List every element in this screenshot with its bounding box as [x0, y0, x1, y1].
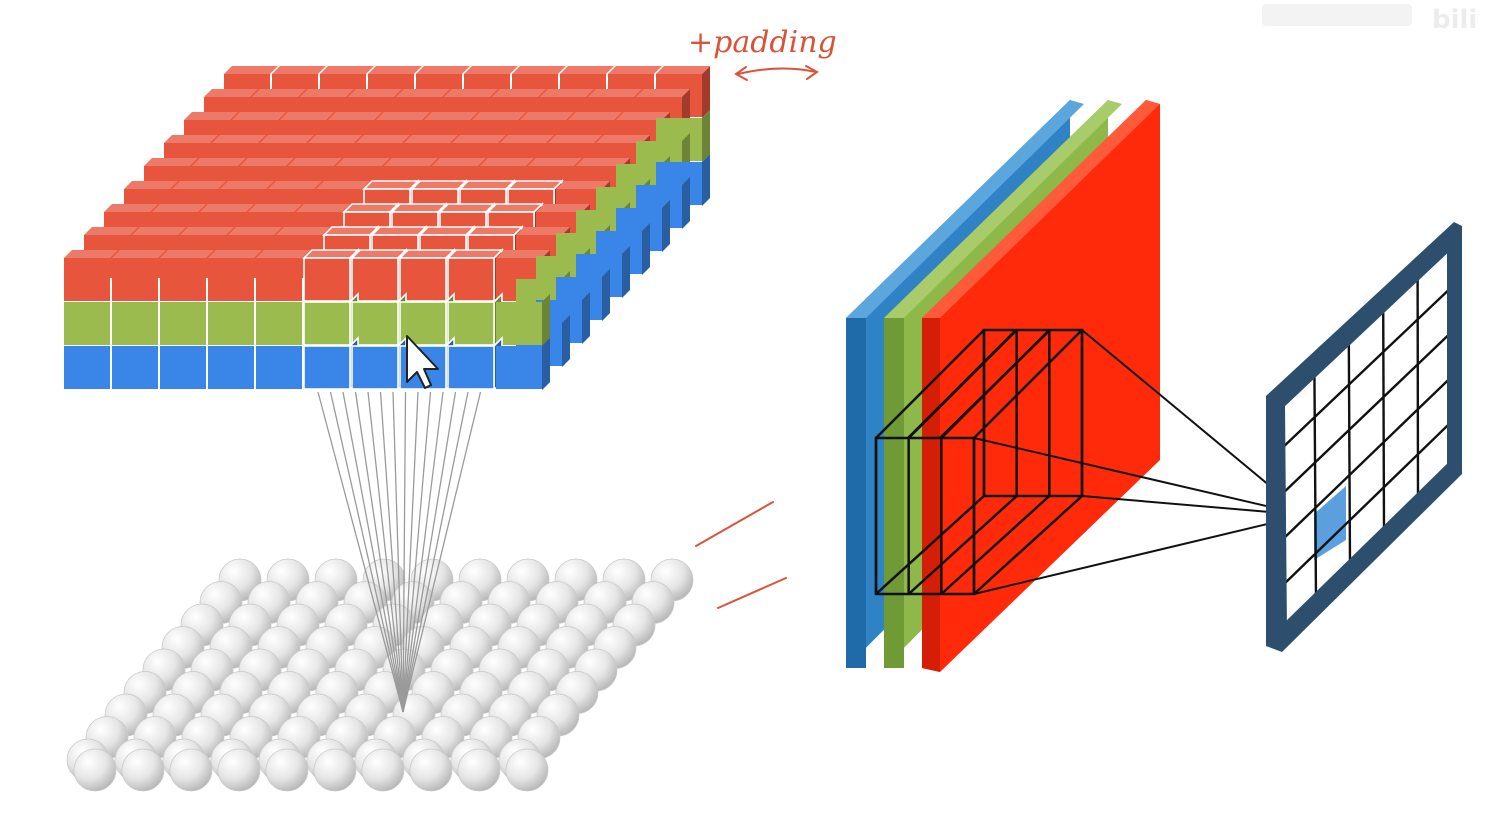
input-voxel — [160, 346, 206, 389]
input-neuron-grid — [66, 558, 694, 792]
output-grid-line — [1313, 371, 1318, 599]
input-voxel — [398, 248, 456, 304]
input-voxel — [256, 302, 302, 345]
input-voxel — [64, 346, 110, 389]
filter-depth-edge — [940, 495, 1051, 595]
output-grid-line — [1280, 375, 1453, 542]
input-neuron-sphere — [73, 748, 117, 792]
connection-line — [402, 391, 457, 713]
watermark: bili — [1262, 4, 1477, 35]
input-neuron-sphere — [169, 748, 213, 792]
input-neuron-sphere — [265, 748, 309, 792]
output-grid-line — [1279, 330, 1453, 497]
input-neuron-sphere — [505, 748, 549, 792]
input-voxel — [303, 292, 359, 348]
connection-line — [402, 391, 432, 713]
filter-depth-edge — [939, 329, 1051, 439]
input-voxel — [447, 292, 503, 348]
input-voxel — [64, 250, 118, 301]
projection-line — [973, 437, 1306, 516]
input-voxel — [302, 248, 360, 304]
connection-line — [367, 391, 404, 713]
input-voxel — [303, 336, 359, 392]
input-voxel — [447, 336, 503, 392]
output-highlight-cell — [1314, 486, 1346, 560]
convolution-filter-wireframe — [874, 328, 1306, 596]
filter-depth-edge — [973, 329, 1083, 439]
input-voxel — [64, 302, 110, 345]
output-grid-line — [1280, 420, 1453, 588]
output-feature-map — [1266, 222, 1462, 652]
filter-depth-edge — [875, 329, 985, 439]
connection-line — [392, 391, 404, 713]
input-voxel — [160, 250, 214, 301]
output-frame — [1274, 230, 1457, 644]
input-voxel — [112, 346, 158, 389]
input-neuron-sphere — [457, 748, 501, 792]
filter-depth-edge — [875, 495, 985, 595]
input-voxel — [256, 250, 310, 301]
double-arrow-icon — [734, 65, 819, 81]
input-neuron-sphere — [361, 748, 405, 792]
connection-line — [354, 391, 404, 713]
mouse-cursor-icon — [406, 335, 439, 389]
connection-line — [402, 391, 469, 713]
input-voxel — [256, 346, 302, 389]
input-voxel — [496, 338, 550, 390]
connection-line — [402, 391, 419, 713]
connection-line — [402, 391, 407, 713]
input-voxel — [351, 336, 407, 392]
input-volume-rgb-layers — [64, 66, 710, 392]
input-voxel — [112, 250, 166, 301]
input-neuron-sphere — [409, 748, 453, 792]
filter-depth-edge — [907, 329, 1017, 439]
padding-annotation: +padding — [688, 25, 837, 60]
connection-line — [342, 391, 404, 713]
connection-line — [317, 391, 404, 713]
input-voxel — [112, 302, 158, 345]
input-voxel — [351, 292, 407, 348]
output-grid-background — [1280, 242, 1452, 632]
connection-line — [402, 391, 444, 713]
input-voxel — [446, 248, 504, 304]
output-grid-line — [1279, 285, 1453, 451]
input-neuron-sphere — [313, 748, 357, 792]
input-neuron-sphere — [121, 748, 165, 792]
connection-line — [329, 391, 404, 713]
input-neuron-sphere — [217, 748, 261, 792]
input-voxel — [208, 346, 254, 389]
connection-line — [379, 391, 404, 713]
projection-line — [973, 514, 1306, 595]
input-voxel — [350, 248, 408, 304]
output-grid-lines — [1279, 274, 1453, 599]
input-voxel — [160, 302, 206, 345]
input-voxel — [208, 302, 254, 345]
filter-depth-edge — [973, 495, 1083, 595]
output-grid-line — [1347, 339, 1352, 566]
equivalence-mark — [695, 501, 787, 609]
input-voxel — [208, 250, 262, 301]
watermark-text: bili — [1432, 5, 1477, 35]
connection-line — [402, 391, 482, 713]
input-voxel — [496, 294, 550, 346]
output-grid-line — [1381, 306, 1386, 533]
receptive-field-connections — [317, 391, 482, 713]
filter-depth-edge — [907, 495, 1018, 595]
